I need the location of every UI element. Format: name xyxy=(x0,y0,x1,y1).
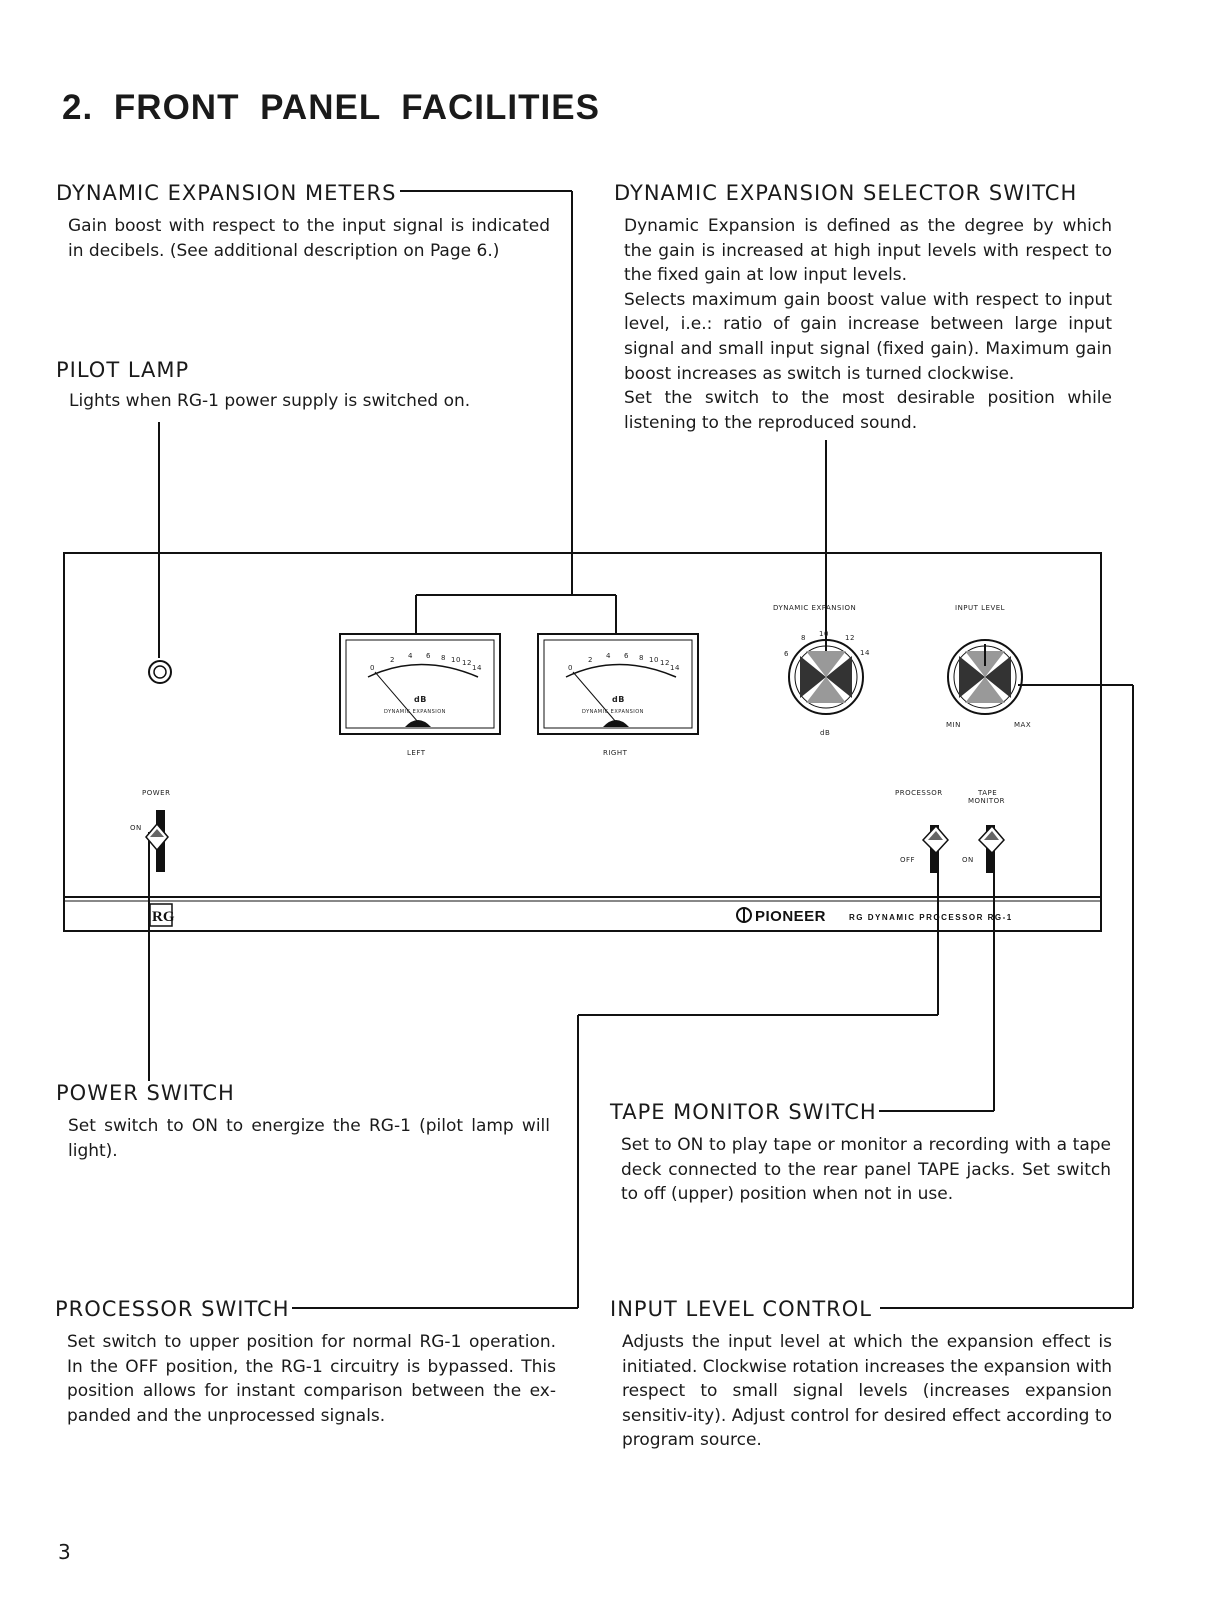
input-heading: INPUT LEVEL CONTROL xyxy=(610,1297,874,1321)
min-label: MIN xyxy=(946,721,961,729)
rg-logo-frame xyxy=(149,903,173,927)
meters-heading: DYNAMIC EXPANSION METERS xyxy=(56,181,399,205)
power-description: Set switch to ON to energize the RG-1 (p… xyxy=(68,1116,550,1161)
right-meter-icon xyxy=(537,633,699,735)
left-meter-scale-6: 6 xyxy=(426,652,431,660)
right-meter-scale-10: 10 xyxy=(649,656,659,664)
power-on-label: ON xyxy=(130,824,142,832)
tape-description: Set to ON to play tape or monitor a reco… xyxy=(621,1135,1111,1205)
page-number: 3 xyxy=(58,1540,71,1564)
dyn-scale-8: 8 xyxy=(801,634,806,642)
processor-switch-icon xyxy=(921,824,950,873)
right-meter-scale-4: 4 xyxy=(606,652,611,660)
right-meter-caption: DYNAMIC EXPANSION xyxy=(582,709,644,715)
left-meter-scale-10: 10 xyxy=(451,656,461,664)
tape-heading: TAPE MONITOR SWITCH xyxy=(610,1100,879,1124)
dyn-scale-10: 10 xyxy=(819,630,829,638)
rg-logo: RG xyxy=(152,909,175,925)
page-title: 2. FRONT PANEL FACILITIES xyxy=(62,88,600,127)
selector-paragraph-3: Set the switch to the most desirable pos… xyxy=(624,388,1112,433)
right-meter-scale-2: 2 xyxy=(588,656,593,664)
dynamic-expansion-knob-icon xyxy=(788,639,864,715)
right-meter-scale-14: 14 xyxy=(670,664,680,672)
processor-heading: PROCESSOR SWITCH xyxy=(55,1297,292,1321)
left-meter-scale-4: 4 xyxy=(408,652,413,660)
right-meter-scale-12: 12 xyxy=(660,659,670,667)
input-level-knob-icon xyxy=(947,639,1023,715)
tape-label-2: MONITOR xyxy=(968,797,1005,805)
power-label: POWER xyxy=(142,789,170,797)
right-meter-scale-8: 8 xyxy=(639,654,644,662)
left-meter-scale-0: 0 xyxy=(370,664,375,672)
left-meter-caption: DYNAMIC EXPANSION xyxy=(384,709,446,715)
model-name: RG DYNAMIC PROCESSOR RG-1 xyxy=(849,913,1013,922)
left-meter-unit: dB xyxy=(414,695,427,704)
selector-description: Dynamic Expansion is defined as the degr… xyxy=(624,214,1112,435)
right-meter-scale-6: 6 xyxy=(624,652,629,660)
pilot-heading: PILOT LAMP xyxy=(56,358,192,382)
dyn-scale-12: 12 xyxy=(845,634,855,642)
left-meter-icon xyxy=(339,633,501,735)
processor-off-label: OFF xyxy=(900,856,915,864)
right-meter-scale-0: 0 xyxy=(568,664,573,672)
tape-on-label: ON xyxy=(962,856,974,864)
max-label: MAX xyxy=(1014,721,1031,729)
meters-description: Gain boost with respect to the input sig… xyxy=(68,216,550,261)
left-meter-scale-2: 2 xyxy=(390,656,395,664)
panel-body xyxy=(63,552,1102,932)
right-meter-unit: dB xyxy=(612,695,625,704)
left-meter-label: LEFT xyxy=(407,749,426,757)
tape-monitor-switch-icon xyxy=(977,824,1006,873)
left-meter-scale-12: 12 xyxy=(462,659,472,667)
right-meter-label: RIGHT xyxy=(603,749,628,757)
selector-paragraph-2: Selects maximum gain boost value with re… xyxy=(624,289,1112,384)
left-meter-scale-14: 14 xyxy=(472,664,482,672)
selector-paragraph-1: Dynamic Expansion is defined as the degr… xyxy=(624,216,1112,286)
power-switch-icon xyxy=(145,810,169,872)
power-heading: POWER SWITCH xyxy=(56,1081,237,1105)
pilot-lamp-icon xyxy=(148,660,172,684)
dyn-scale-6: 6 xyxy=(784,650,789,658)
left-meter-scale-8: 8 xyxy=(441,654,446,662)
pilot-description: Lights when RG-1 power supply is switche… xyxy=(69,391,471,411)
input-level-label: INPUT LEVEL xyxy=(955,604,1005,612)
brand-name: PIONEER xyxy=(755,908,826,925)
dyn-scale-14: 14 xyxy=(860,649,870,657)
selector-heading: DYNAMIC EXPANSION SELECTOR SWITCH xyxy=(614,181,1080,205)
processor-description: Set switch to upper position for normal … xyxy=(67,1332,556,1426)
pioneer-logo-icon xyxy=(736,907,752,923)
processor-label: PROCESSOR xyxy=(895,789,943,797)
tape-label-1: TAPE xyxy=(977,789,997,797)
input-description: Adjusts the input level at which the exp… xyxy=(622,1332,1112,1451)
dyn-unit-label: dB xyxy=(820,729,830,737)
dynamic-expansion-label: DYNAMIC EXPANSION xyxy=(773,604,856,612)
